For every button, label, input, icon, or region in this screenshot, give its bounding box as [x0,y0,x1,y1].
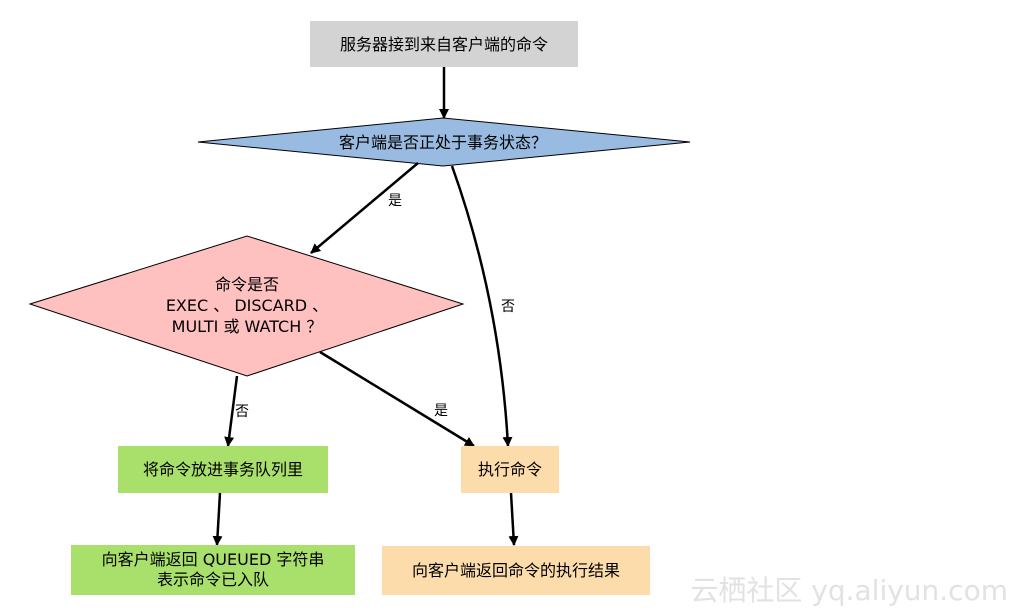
exec-reply-node [382,546,650,595]
edge-decision1-yes-label: 是 [388,193,402,209]
decision-exec-line2: EXEC 、 DISCARD 、 [166,296,328,315]
watermark-text: 云栖社区 yq.aliyun.com [690,574,1008,607]
decision-transaction-state [197,117,691,167]
decision-exec-discard-multi-watch [28,235,465,377]
queued-reply-line1: 向客户端返回 QUEUED 字符串 [102,550,325,569]
queue-node [118,446,328,493]
execute-node [461,446,559,493]
decision-exec-line1: 命令是否 [215,275,279,294]
decision-transaction-state-label: 客户端是否正处于事务状态？ [339,133,547,152]
decision-exec-line3: MULTI 或 WATCH ？ [172,317,323,336]
edge-decision1-yes [310,162,419,254]
start-node [310,21,578,67]
edge-decision2-yes [319,350,475,448]
queued-reply-node [71,545,355,595]
execute-node-label: 执行命令 [478,460,542,479]
edge-queue-to-reply [212,492,223,546]
queued-reply-line2: 表示命令已入队 [157,570,269,589]
edge-execute-to-reply [508,492,519,546]
edge-decision2-no [224,375,239,447]
edge-decision1-no-label: 否 [501,299,515,315]
exec-reply-label: 向客户端返回命令的执行结果 [412,561,620,580]
queue-node-label: 将命令放进事务队列里 [143,460,303,479]
start-node-label: 服务器接到来自客户端的命令 [340,35,548,54]
edge-decision1-no [450,165,513,447]
edge-decision2-no-label: 否 [235,404,249,420]
edge-decision2-yes-label: 是 [434,403,448,419]
